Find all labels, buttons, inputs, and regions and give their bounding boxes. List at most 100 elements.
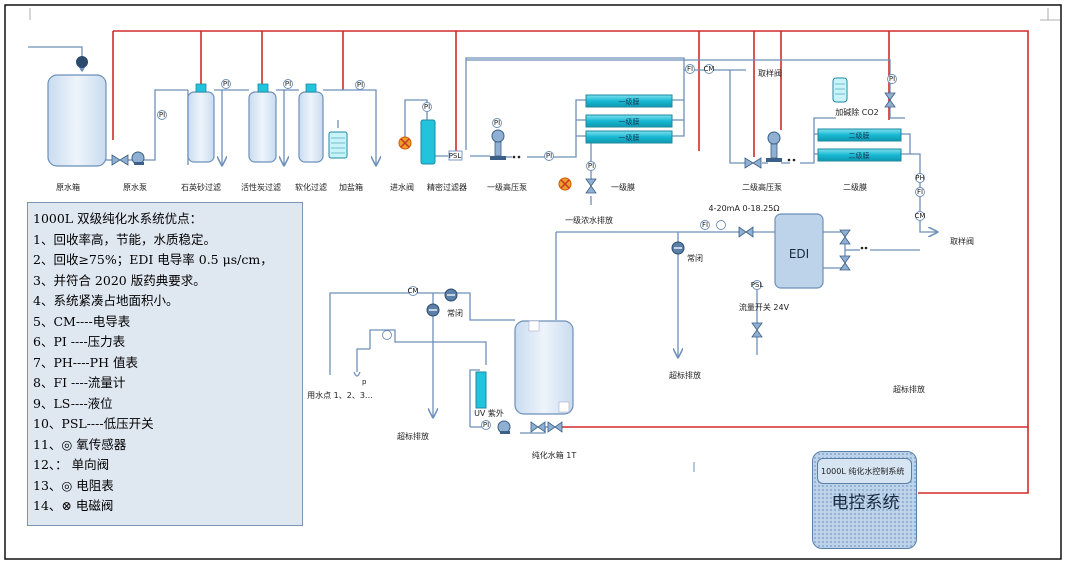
- pure-water-pump-icon: [497, 420, 511, 434]
- stage2-membranes: [817, 128, 902, 162]
- label-co2-dosing: 加碱除 CO2: [835, 107, 879, 117]
- valve-icon: [530, 421, 546, 433]
- membrane-label: 一级膜: [619, 133, 640, 142]
- stage1-membranes: [585, 94, 673, 144]
- normally-closed-valve-icon: [444, 288, 458, 302]
- pressure-gauge-tag: PI: [285, 80, 291, 88]
- label-hp-pump-2: 二级高压泵: [742, 182, 782, 192]
- legend-title: 1000L 双级纯化水系统优点：: [33, 211, 203, 226]
- label-softener: 软化过滤: [295, 182, 327, 192]
- control-system-subtitle: 1000L 纯化水控制系统: [817, 458, 912, 484]
- label-normally-closed-1: 常闭: [687, 254, 703, 263]
- valves: [111, 92, 896, 433]
- control-system-title: 电控系统: [831, 493, 900, 513]
- label-overflow-drain-2: 超标排放: [893, 384, 925, 394]
- legend-item: 1、回收率高，节能，水质稳定。: [33, 231, 216, 247]
- legend-item: 11、◎ 氧传感器: [33, 436, 127, 452]
- valve-icon: [751, 322, 763, 338]
- legend-item: 12、： 单向阀: [33, 457, 110, 472]
- label-uv: UV 紫外: [474, 408, 504, 418]
- membrane-label: 一级膜: [619, 97, 640, 106]
- label-pure-tank: 纯化水箱 1T: [532, 450, 577, 460]
- raw-water-pump-icon: [131, 151, 145, 165]
- label-sample-valve-top: 取样阀: [758, 68, 782, 78]
- normally-closed-valve-icon: [426, 303, 440, 317]
- label-precision-filter: 精密过滤器: [427, 182, 467, 192]
- pressure-gauge-tag: PI: [889, 75, 895, 83]
- pressure-gauge-tag: PI: [357, 81, 363, 89]
- hp-pump-1-icon: [490, 129, 506, 160]
- pressure-gauge-tag: PI: [483, 421, 489, 429]
- solenoid-valve-icon: [558, 177, 572, 191]
- ph-meter-tag: PH: [915, 174, 925, 182]
- legend-item: 6、PI ----压力表: [33, 334, 126, 349]
- label-overflow-drain-1: 超标排放: [669, 370, 701, 380]
- check-valve-icons: [512, 155, 868, 250]
- label-raw-tank: 原水箱: [56, 182, 80, 192]
- legend-item: 14、⊗ 电磁阀: [33, 498, 114, 513]
- label-quartz-filter: 石英砂过滤: [181, 182, 221, 192]
- legend-item: 3、并符合 2020 版药典要求。: [33, 272, 206, 288]
- pure-water-tank: [514, 320, 574, 415]
- legend-item: 7、PH----PH 值表: [33, 354, 138, 370]
- activated-carbon-filter: [248, 91, 277, 163]
- stage1-membrane: [585, 130, 673, 144]
- co2-dosing-tank: [832, 77, 848, 103]
- edi-module: [774, 213, 824, 289]
- legend-item: 13、◎ 电阻表: [33, 477, 114, 493]
- flow-meter-tag: FI: [687, 65, 693, 73]
- low-pressure-switch-tag: PSL: [449, 152, 462, 160]
- softener-filter: [298, 91, 324, 163]
- membrane-label: 二级膜: [849, 151, 870, 160]
- valve-icon: [738, 226, 754, 238]
- hp-pump-2-icon: [766, 131, 782, 162]
- label-overflow-drain-3: 超标排放: [397, 431, 429, 441]
- valve-icon: [839, 255, 851, 271]
- label-use-points: 用水点 1、2、3…: [307, 390, 373, 400]
- legend-item: 8、FI ----流量计: [33, 375, 126, 390]
- conductivity-meter-tag: CM: [408, 287, 419, 295]
- valve-icon: [585, 178, 597, 194]
- label-stage1: 一级膜: [611, 182, 635, 192]
- pressure-gauge-tag: PI: [424, 103, 430, 111]
- control-system-panel: 1000L 纯化水控制系统 电控系统: [812, 451, 917, 549]
- brine-tank: [328, 131, 348, 159]
- label-hp-pump-1: 一级高压泵: [487, 182, 527, 192]
- advantages-legend: 1000L 双级纯化水系统优点： 1、回收率高，节能，水质稳定。 2、回收≥75…: [27, 202, 303, 526]
- legend-item: 10、PSL----低压开关: [33, 416, 154, 431]
- conductivity-meter-tag: CM: [915, 212, 926, 220]
- pressure-gauge-tag: PI: [494, 119, 500, 127]
- precision-filter: [420, 119, 436, 165]
- pressure-gauge-tag: PI: [223, 80, 229, 88]
- legend-item: 9、LS----液位: [33, 395, 113, 411]
- tap-mark: p: [362, 378, 367, 386]
- membrane-label: 一级膜: [619, 117, 640, 126]
- flow-meter-tag: FI: [917, 188, 923, 196]
- label-inlet-valve: 进水阀: [390, 182, 414, 192]
- flow-meter-tag: FI: [702, 221, 708, 229]
- valve-icon: [839, 229, 851, 245]
- legend-item: 2、回收≥75%；EDI 电导率 0.5 μs/cm，: [33, 252, 273, 267]
- valve-icon: [111, 154, 129, 166]
- instrument-bubbles: [157, 64, 925, 430]
- normally-closed-valve-icon: [671, 241, 685, 255]
- legend-item: 5、CM----电导表: [33, 313, 131, 329]
- solenoid-valve-icon: [398, 136, 412, 150]
- pressure-gauge-tag: PI: [588, 162, 594, 170]
- stage1-membrane: [585, 114, 673, 128]
- label-flow-switch: 流量开关 24V: [739, 302, 790, 312]
- tank-inlet-valve-icon: [76, 56, 88, 68]
- valve-icon: [744, 157, 762, 169]
- raw-water-tank: [47, 74, 107, 167]
- valve-icon: [547, 421, 563, 433]
- label-carbon-filter: 活性炭过滤: [241, 182, 281, 192]
- stage1-membrane: [585, 94, 673, 108]
- label-signal: 4-20mA 0-18.25Ω: [709, 204, 780, 213]
- use-point-tap-icon: [353, 371, 361, 377]
- outer-frame: [4, 4, 1062, 560]
- label-raw-pump: 原水泵: [123, 182, 147, 192]
- stage2-membrane: [817, 128, 902, 142]
- label-salt-tank: 加盐箱: [339, 182, 363, 192]
